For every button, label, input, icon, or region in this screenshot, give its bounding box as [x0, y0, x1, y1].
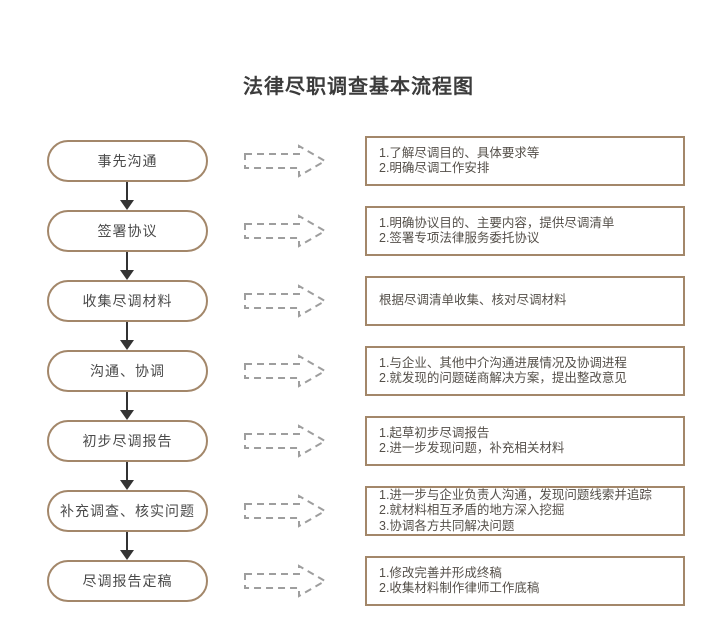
description-text: 1.了解尽调目的、具体要求等 2.明确尽调工作安排	[379, 145, 540, 176]
down-arrow-icon	[120, 392, 134, 420]
step-box: 签署协议	[47, 210, 208, 252]
down-arrow-icon	[120, 532, 134, 560]
step-label: 事先沟通	[97, 153, 158, 169]
down-arrow-icon	[120, 462, 134, 490]
description-box: 1.明确协议目的、主要内容，提供尽调清单 2.签署专项法律服务委托协议	[365, 206, 685, 256]
step-label: 沟通、协调	[90, 363, 165, 379]
description-text: 1.起草初步尽调报告 2.进一步发现问题，补充相关材料	[379, 425, 565, 456]
description-box: 1.进一步与企业负责人沟通，发现问题线索并追踪 2.就材料相互矛盾的地方深入挖掘…	[365, 486, 685, 536]
step-box: 初步尽调报告	[47, 420, 208, 462]
step-box: 收集尽调材料	[47, 280, 208, 322]
description-box: 1.起草初步尽调报告 2.进一步发现问题，补充相关材料	[365, 416, 685, 466]
flow-row: 事先沟通 1.了解尽调目的、具体要求等 2.明确尽调工作安排	[0, 136, 717, 210]
down-arrow-icon	[120, 322, 134, 350]
step-label: 签署协议	[97, 223, 158, 239]
description-box: 1.与企业、其他中介沟通进展情况及协调进程 2.就发现的问题磋商解决方案，提出整…	[365, 346, 685, 396]
flow-row: 收集尽调材料 根据尽调清单收集、核对尽调材料	[0, 276, 717, 350]
flow-row: 初步尽调报告 1.起草初步尽调报告 2.进一步发现问题，补充相关材料	[0, 416, 717, 490]
down-arrow-icon	[120, 252, 134, 280]
dashed-right-arrow-icon	[244, 214, 327, 248]
page-title: 法律尽职调查基本流程图	[243, 76, 474, 98]
step-label: 尽调报告定稿	[82, 573, 173, 589]
down-arrow-icon	[120, 182, 134, 210]
flow-row: 尽调报告定稿 1.修改完善并形成终稿 2.收集材料制作律师工作底稿	[0, 556, 717, 606]
step-box: 事先沟通	[47, 140, 208, 182]
description-text: 1.与企业、其他中介沟通进展情况及协调进程 2.就发现的问题磋商解决方案，提出整…	[379, 355, 627, 386]
step-label: 收集尽调材料	[82, 293, 173, 309]
step-label: 补充调查、核实问题	[60, 503, 195, 519]
dashed-right-arrow-icon	[244, 494, 327, 528]
step-box: 尽调报告定稿	[47, 560, 208, 602]
flow-row: 签署协议 1.明确协议目的、主要内容，提供尽调清单 2.签署专项法律服务委托协议	[0, 206, 717, 280]
description-text: 1.修改完善并形成终稿 2.收集材料制作律师工作底稿	[379, 565, 540, 596]
description-box: 1.了解尽调目的、具体要求等 2.明确尽调工作安排	[365, 136, 685, 186]
dashed-right-arrow-icon	[244, 144, 327, 178]
step-label: 初步尽调报告	[82, 433, 173, 449]
step-box: 沟通、协调	[47, 350, 208, 392]
dashed-right-arrow-icon	[244, 424, 327, 458]
flow-row: 沟通、协调 1.与企业、其他中介沟通进展情况及协调进程 2.就发现的问题磋商解决…	[0, 346, 717, 420]
description-text: 1.明确协议目的、主要内容，提供尽调清单 2.签署专项法律服务委托协议	[379, 215, 615, 246]
dashed-right-arrow-icon	[244, 354, 327, 388]
description-box: 根据尽调清单收集、核对尽调材料	[365, 276, 685, 326]
step-box: 补充调查、核实问题	[47, 490, 208, 532]
description-text: 1.进一步与企业负责人沟通，发现问题线索并追踪 2.就材料相互矛盾的地方深入挖掘…	[379, 487, 652, 533]
dashed-right-arrow-icon	[244, 564, 327, 598]
description-text: 根据尽调清单收集、核对尽调材料	[379, 293, 567, 308]
flow-row: 补充调查、核实问题 1.进一步与企业负责人沟通，发现问题线索并追踪 2.就材料相…	[0, 486, 717, 560]
description-box: 1.修改完善并形成终稿 2.收集材料制作律师工作底稿	[365, 556, 685, 606]
dashed-right-arrow-icon	[244, 284, 327, 318]
